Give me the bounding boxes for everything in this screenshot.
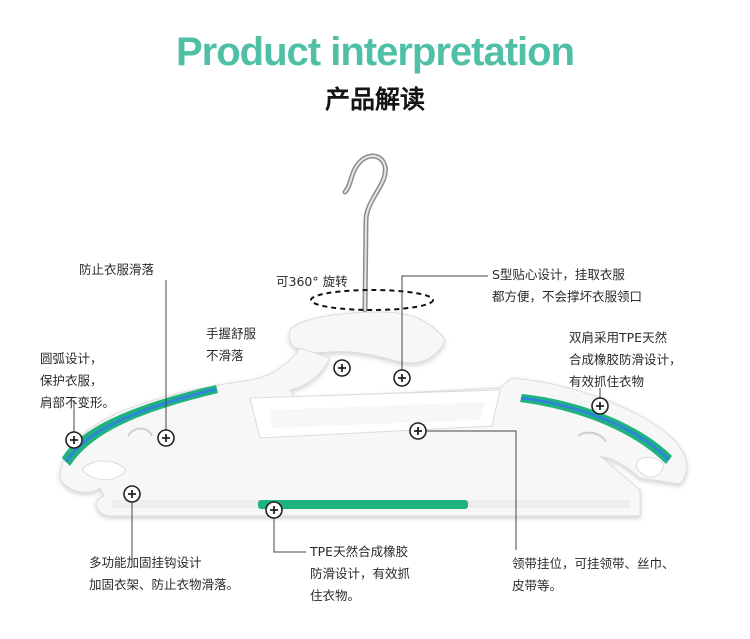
annotation-line: S型贴心设计，挂取衣服: [492, 267, 625, 282]
annotation-tpe-shoulder: 双肩采用TPE天然 合成橡胶防滑设计， 有效抓住衣物: [569, 327, 682, 393]
page-subtitle: 产品解读: [324, 85, 425, 114]
annotation-line: 手握舒服: [206, 326, 257, 341]
annotation-line: 肩部不变形。: [40, 395, 116, 410]
annotation-line: 加固衣架、防止衣物滑落。: [89, 577, 240, 592]
annotation-line: 合成橡胶防滑设计，: [569, 352, 682, 367]
annotation-s-shape: S型贴心设计，挂取衣服 都方便，不会撑坏衣服领口: [492, 264, 642, 308]
annotation-line: 双肩采用TPE天然: [569, 330, 668, 345]
annotation-line: 多功能加固挂钩设计: [89, 555, 202, 570]
tpe-bar-strip: [258, 500, 468, 509]
annotation-line: 保护衣服，: [40, 373, 103, 388]
annotation-arc: 圆弧设计， 保护衣服， 肩部不变形。: [40, 348, 115, 414]
annotation-line: 圆弧设计，: [40, 351, 103, 366]
annotation-rotate: 可360° 旋转: [276, 271, 348, 293]
annotation-line: 都方便，不会撑坏衣服领口: [492, 289, 643, 304]
annotation-grip: 手握舒服 不滑落: [206, 323, 256, 367]
annotation-anti-slip: 防止衣服滑落: [79, 259, 154, 281]
annotation-line: TPE天然合成橡胶: [310, 544, 409, 559]
annotation-line: 防滑设计，有效抓: [310, 566, 411, 581]
annotation-tie: 领带挂位，可挂领带、丝巾、 皮带等。: [512, 553, 675, 597]
annotation-line: 皮带等。: [512, 578, 563, 593]
plus-marker-icon: [65, 359, 609, 519]
page-title: Product interpretation: [175, 30, 575, 74]
annotation-line: 可360° 旋转: [276, 274, 348, 289]
annotation-line: 防止衣服滑落: [79, 262, 155, 277]
annotation-line: 领带挂位，可挂领带、丝巾、: [512, 556, 675, 571]
annotation-hook: 多功能加固挂钩设计 加固衣架、防止衣物滑落。: [89, 552, 239, 596]
annotation-line: 住衣物。: [310, 588, 361, 603]
annotation-line: 有效抓住衣物: [569, 374, 645, 389]
rotation-ring: [310, 289, 434, 311]
hook-icon: [342, 153, 388, 313]
annotation-tpe-bar: TPE天然合成橡胶 防滑设计，有效抓 住衣物。: [310, 541, 410, 607]
annotation-line: 不滑落: [206, 348, 244, 363]
